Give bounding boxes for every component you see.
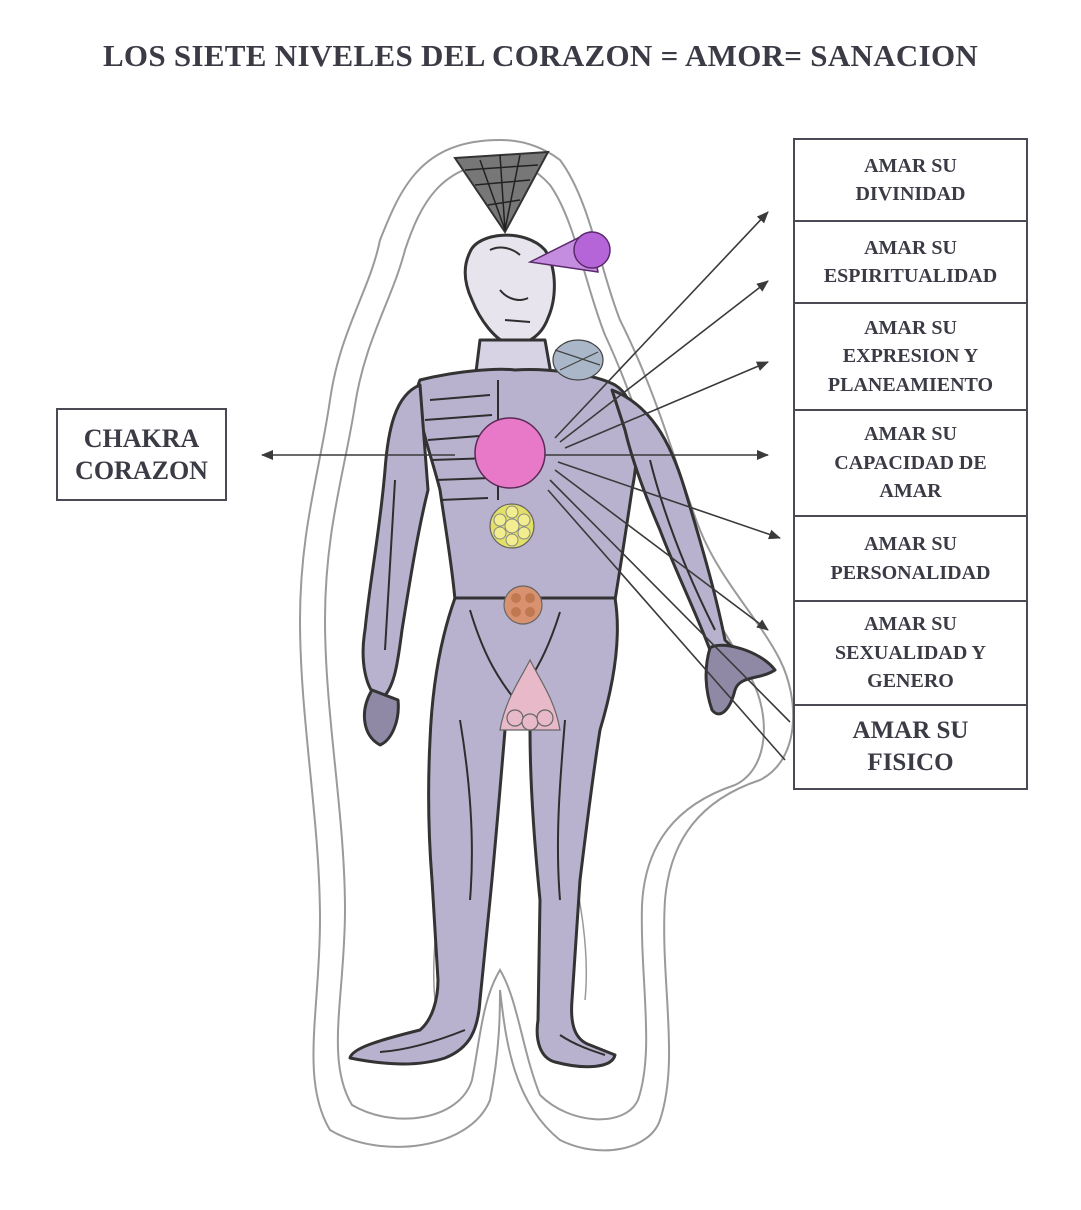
- level-capacidad-amar: AMAR SU CAPACIDAD DE AMAR: [793, 411, 1028, 517]
- connector-arrows: [261, 211, 791, 761]
- level-label: AMAR SU EXPRESION Y PLANEAMIENTO: [827, 316, 994, 396]
- level-label: AMAR SU CAPACIDAD DE AMAR: [834, 423, 987, 503]
- crown-chakra: [453, 150, 550, 234]
- level-label: AMAR SU FISICO: [852, 716, 969, 777]
- level-personalidad: AMAR SU PERSONALIDAD: [793, 517, 1028, 602]
- level-espiritualidad: AMAR SU ESPIRITUALIDAD: [793, 222, 1028, 304]
- sacral-chakra: [503, 585, 543, 625]
- page-title: LOS SIETE NIVELES DEL CORAZON = AMOR= SA…: [102, 38, 979, 73]
- chakra-corazon-text: CHAKRA CORAZON: [75, 423, 208, 485]
- third-eye-chakra: [527, 230, 611, 273]
- level-label: AMAR SU PERSONALIDAD: [830, 533, 991, 584]
- level-sexualidad: AMAR SU SEXUALIDAD Y GENERO: [793, 602, 1028, 706]
- chakra-corazon-label: CHAKRA CORAZON: [56, 408, 227, 501]
- heart-chakra: [474, 417, 546, 489]
- level-label: AMAR SU ESPIRITUALIDAD: [823, 236, 998, 287]
- level-expresion: AMAR SU EXPRESION Y PLANEAMIENTO: [793, 304, 1028, 411]
- heart-levels-list: AMAR SU DIVINIDAD AMAR SU ESPIRITUALIDAD…: [793, 138, 1028, 790]
- level-label: AMAR SU DIVINIDAD: [855, 154, 966, 205]
- level-fisico: AMAR SU FISICO: [793, 706, 1028, 790]
- level-divinidad: AMAR SU DIVINIDAD: [793, 138, 1028, 222]
- solar-plexus-chakra: [489, 503, 535, 549]
- root-chakra: [499, 658, 561, 731]
- level-label: AMAR SU SEXUALIDAD Y GENERO: [835, 613, 986, 693]
- throat-chakra: [552, 339, 604, 381]
